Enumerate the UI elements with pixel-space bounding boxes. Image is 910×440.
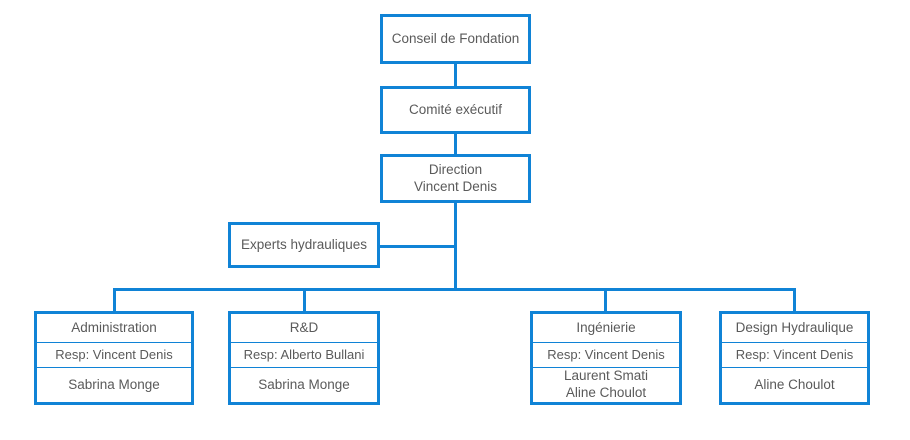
node-label: Experts hydrauliques [240,236,368,252]
node-unit-administration[interactable]: Administration Resp: Vincent Denis Sabri… [34,311,194,405]
unit-people: Sabrina Monge [37,367,191,402]
node-unit-rd[interactable]: R&D Resp: Alberto Bullani Sabrina Monge [228,311,380,405]
unit-title: Design Hydraulique [735,319,854,335]
unit-people: Laurent Smati Aline Choulot [533,367,679,402]
node-direction[interactable]: Direction Vincent Denis [380,154,531,203]
unit-responsible: Resp: Vincent Denis [722,342,867,367]
unit-person: Aline Choulot [565,385,647,400]
unit-responsible: Resp: Vincent Denis [37,342,191,367]
node-conseil-de-fondation[interactable]: Conseil de Fondation [380,14,531,64]
unit-title: Administration [71,319,157,335]
unit-person: Sabrina Monge [258,376,350,392]
connector-experts-trunk [380,245,457,248]
unit-people: Aline Choulot [722,367,867,402]
unit-person: Aline Choulot [754,376,835,392]
connector-executive-direction [454,134,457,154]
node-comite-executif[interactable]: Comité exécutif [380,86,531,134]
unit-title: Ingénierie [576,319,636,335]
connector-drop-ingenierie [604,288,607,313]
connector-distribution-bar [113,288,795,291]
node-label: Conseil de Fondation [391,30,520,46]
node-experts-hydrauliques[interactable]: Experts hydrauliques [228,222,380,268]
node-unit-design-hydraulique[interactable]: Design Hydraulique Resp: Vincent Denis A… [719,311,870,405]
node-unit-ingenierie[interactable]: Ingénierie Resp: Vincent Denis Laurent S… [530,311,682,405]
connector-drop-rd [303,288,306,313]
unit-person: Laurent Smati [563,368,649,384]
unit-responsible: Resp: Vincent Denis [533,342,679,367]
unit-responsible: Resp: Alberto Bullani [231,342,377,367]
unit-title: R&D [289,319,319,335]
node-label: Comité exécutif [408,101,503,117]
connector-drop-administration [113,288,116,313]
connector-drop-design [793,288,796,313]
unit-person: Sabrina Monge [68,376,160,392]
node-person: Vincent Denis [413,178,498,194]
connector-council-executive [454,64,457,86]
node-label-group: Direction Vincent Denis [383,157,528,200]
node-label: Direction [428,161,483,177]
unit-people: Sabrina Monge [231,367,377,402]
